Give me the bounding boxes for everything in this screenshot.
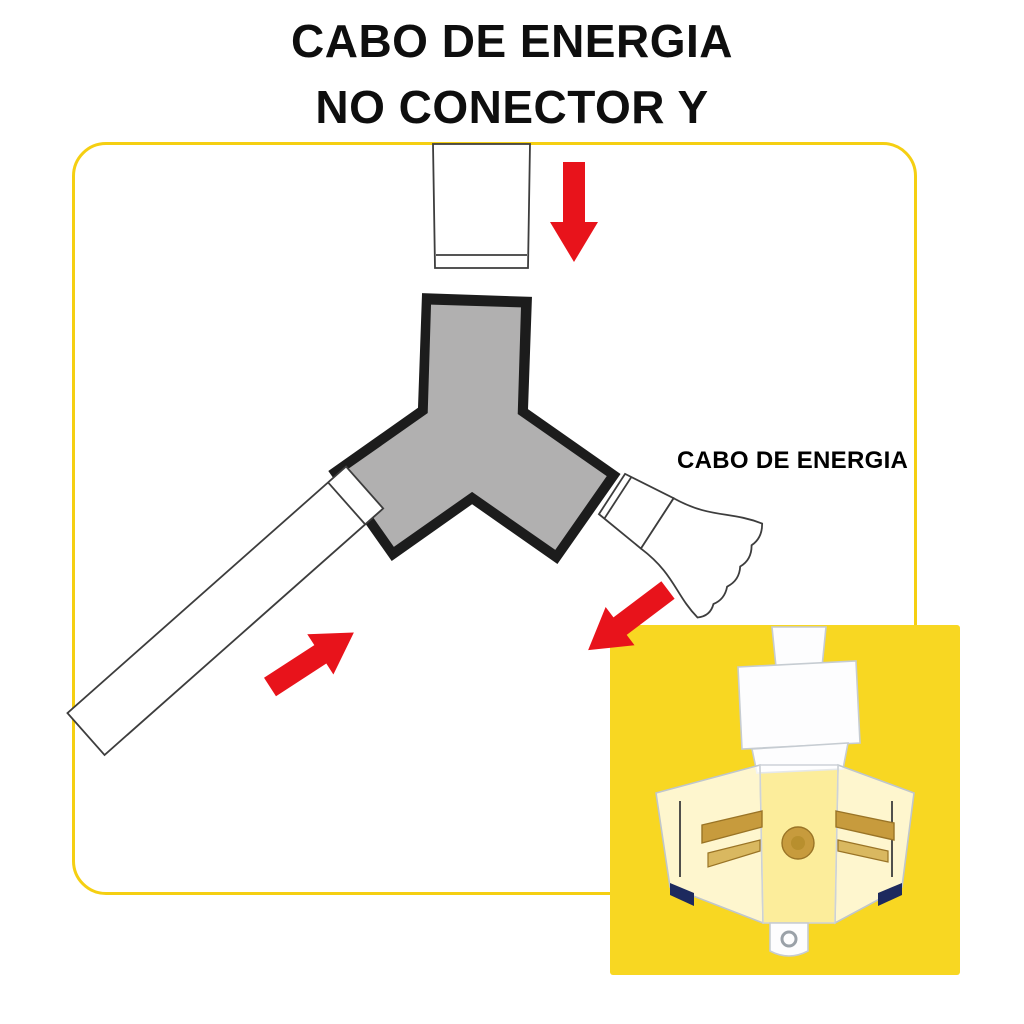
page-title: CABO DE ENERGIA NO CONECTOR Y	[0, 8, 1024, 140]
arrow-down-left-icon	[588, 581, 675, 651]
left-cable-body	[66, 465, 385, 757]
top-cable	[432, 143, 531, 269]
title-line-2: NO CONECTOR Y	[315, 81, 709, 133]
navy-accent-left	[670, 883, 694, 906]
brass-terminal-right	[835, 810, 895, 841]
brass-terminal-left	[701, 810, 763, 844]
y-connector	[328, 293, 621, 565]
title-line-1: CABO DE ENERGIA	[291, 15, 733, 67]
arrows	[264, 162, 675, 697]
left-cable	[66, 465, 385, 757]
brass-terminal-left-2	[707, 839, 761, 868]
product-top-cover	[737, 660, 861, 750]
right-plug-cap	[603, 476, 633, 519]
top-cable-body	[432, 143, 531, 269]
arrow-down-icon	[550, 162, 598, 262]
product-photo	[655, 626, 915, 957]
right-plug-bell	[639, 497, 764, 619]
left-cable-cap	[327, 481, 366, 525]
cable-label: CABO DE ENERGIA	[677, 447, 909, 474]
y-connector-body	[342, 304, 607, 550]
right-plug	[597, 472, 764, 619]
brass-screw-slot	[791, 836, 805, 850]
navy-accent-right	[878, 883, 902, 906]
mounting-ear	[769, 922, 809, 957]
brass-terminal-right-2	[837, 839, 889, 863]
ear-hole	[780, 930, 798, 948]
product-photo-inset	[610, 625, 960, 975]
arrow-up-right-icon	[264, 632, 354, 697]
